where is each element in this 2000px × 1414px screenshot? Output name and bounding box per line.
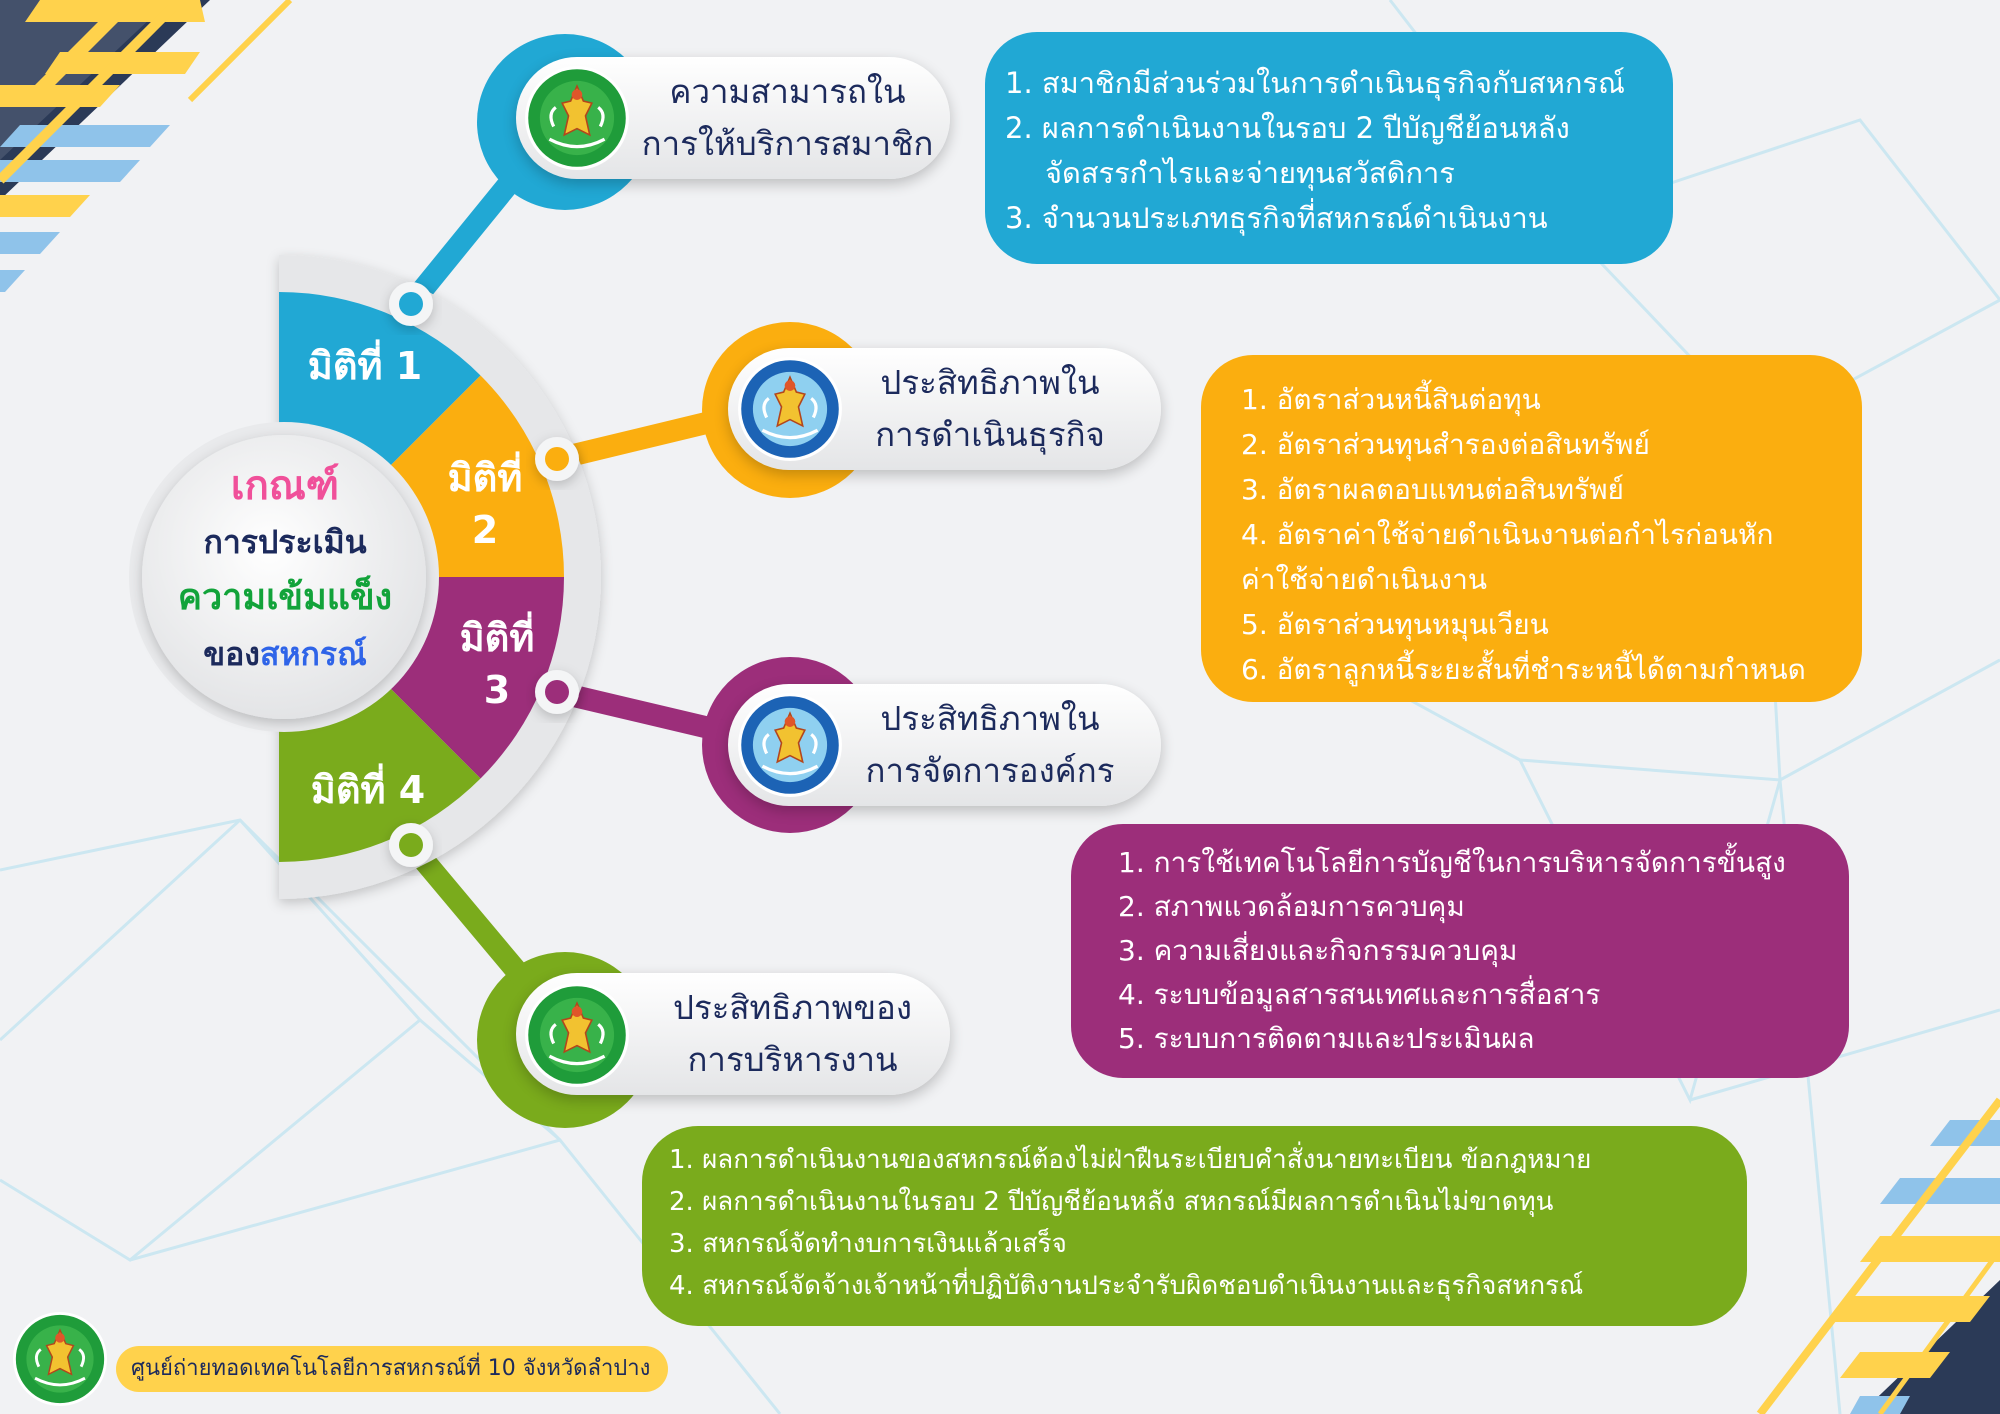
criteria-item: 3. สหกรณ์จัดทำงบการเงินแล้วเสร็จ [669, 1229, 1067, 1259]
dimension-1-pill-text: ความสามารถใน การให้บริการสมาชิก [620, 57, 955, 179]
criteria-item: 1. ผลการดำเนินงานของสหกรณ์ต้องไม่ฝ่าฝืนร… [669, 1145, 1592, 1175]
criteria-item: 5. ระบบการติดตามและประเมินผล [1118, 1022, 1535, 1055]
dimension-2-label-line1: มิติที่ [447, 456, 523, 500]
dimension-4-pill-text: ประสิทธิภาพของ การบริหารงาน [630, 973, 955, 1095]
dimension-1-pill-line2: การให้บริการสมาชิก [641, 124, 934, 163]
dimension-1-node-dot [399, 292, 423, 316]
criteria-item: 2. สภาพแวดล้อมการควบคุม [1118, 890, 1465, 923]
footer-organization-name: ศูนย์ถ่ายทอดเทคโนโลยีการสหกรณ์ที่ 10 จัง… [116, 1346, 668, 1392]
dimension-3-pill-line1: ประสิทธิภาพใน [880, 699, 1100, 738]
criteria-item: 6. อัตราลูกหนี้ระยะสั้นที่ชำระหนี้ได้ตาม… [1241, 653, 1806, 686]
dimension-3-label: มิติที่ 3 [442, 612, 552, 716]
dimension-3-node-dot [545, 680, 569, 704]
dimension-3-criteria-box: 1. การใช้เทคโนโลยีการบัญชีในการบริหารจัด… [1071, 824, 1849, 1078]
center-title-line4-prefix: ของ [203, 635, 260, 673]
criteria-item: 2. ผลการดำเนินงานในรอบ 2 ปีบัญชีย้อนหลัง… [669, 1187, 1554, 1217]
dimension-4-pill-line1: ประสิทธิภาพของ [673, 988, 912, 1027]
dimension-4-pill-line2: การบริหารงาน [687, 1040, 898, 1079]
dimension-2-connector-line [546, 399, 771, 470]
criteria-item: 4. อัตราค่าใช้จ่ายดำเนินงานต่อกำไรก่อนหั… [1241, 518, 1774, 551]
center-title-line2: การประเมิน [203, 523, 367, 561]
dimension-3-label-line1: มิติที่ [459, 616, 535, 660]
center-title-line4-highlight: สหกรณ์ [259, 635, 367, 673]
criteria-item: 4. ระบบข้อมูลสารสนเทศและการสื่อสาร [1118, 978, 1601, 1011]
cooperative-auditing-seal-icon [737, 356, 843, 462]
dimension-3-pill-line2: การจัดการองค์กร [865, 751, 1115, 790]
dimension-1-pill-line1: ความสามารถใน [669, 72, 906, 111]
dimension-2-label: มิติที่ 2 [430, 452, 540, 556]
dimension-1-label: มิติที่ 1 [307, 344, 423, 388]
criteria-item: 2. ผลการดำเนินงานในรอบ 2 ปีบัญชีย้อนหลัง [1005, 111, 1570, 145]
criteria-item-continuation: ค่าใช้จ่ายดำเนินงาน [1241, 563, 1487, 596]
dimension-2-pill-line1: ประสิทธิภาพใน [880, 363, 1100, 402]
dimension-2-criteria-box: 1. อัตราส่วนหนี้สินต่อทุน 2. อัตราส่วนทุ… [1201, 355, 1862, 702]
center-title-line4: ของสหกรณ์ [135, 626, 435, 682]
dimension-3-connector-line [546, 681, 771, 751]
criteria-item: 1. สมาชิกมีส่วนร่วมในการดำเนินธุรกิจกับส… [1005, 66, 1625, 100]
dimension-4-label: มิติที่ 4 [310, 768, 426, 812]
dimension-2-label-line2: 2 [471, 508, 499, 552]
criteria-item: 2. อัตราส่วนทุนสำรองต่อสินทรัพย์ [1241, 428, 1650, 461]
criteria-item: 3. ความเสี่ยงและกิจกรรมควบคุม [1118, 934, 1518, 967]
criteria-item: 1. การใช้เทคโนโลยีการบัญชีในการบริหารจัด… [1118, 846, 1786, 879]
dimension-2-pill-text: ประสิทธิภาพใน การดำเนินธุรกิจ [850, 348, 1130, 470]
dimension-4-criteria-box: 1. ผลการดำเนินงานของสหกรณ์ต้องไม่ฝ่าฝืนร… [642, 1126, 1747, 1326]
center-title: เกณฑ์ การประเมิน ความเข้มแข็ง ของสหกรณ์ [135, 458, 435, 682]
criteria-item: 5. อัตราส่วนทุนหมุนเวียน [1241, 608, 1549, 641]
center-circle [142, 435, 426, 719]
center-title-line3: ความเข้มแข็ง [177, 577, 393, 618]
center-title-line1: เกณฑ์ [230, 463, 340, 509]
cooperative-promotion-seal-icon [12, 1311, 108, 1407]
criteria-item: 1. อัตราส่วนหนี้สินต่อทุน [1241, 383, 1541, 416]
dimension-2-node-dot [545, 447, 569, 471]
dimension-3-pill-text: ประสิทธิภาพใน การจัดการองค์กร [840, 684, 1140, 806]
dimension-3-label-line2: 3 [483, 668, 511, 712]
cooperative-promotion-seal-icon [524, 982, 630, 1088]
criteria-item: 3. จำนวนประเภทธุรกิจที่สหกรณ์ดำเนินงาน [1005, 201, 1548, 235]
dimension-1-criteria-box: 1. สมาชิกมีส่วนร่วมในการดำเนินธุรกิจกับส… [985, 32, 1673, 264]
criteria-item-continuation: จัดสรรกำไรและจ่ายทุนสวัสดิการ [1045, 156, 1455, 190]
cooperative-promotion-seal-icon [524, 65, 630, 171]
dimension-4-node-dot [399, 833, 423, 857]
dimension-2-pill-line2: การดำเนินธุรกิจ [875, 415, 1105, 454]
criteria-item: 3. อัตราผลตอบแทนต่อสินทรัพย์ [1241, 473, 1624, 506]
criteria-item: 4. สหกรณ์จัดจ้างเจ้าหน้าที่ปฏิบัติงานประ… [669, 1271, 1584, 1301]
cooperative-auditing-seal-icon [737, 692, 843, 798]
